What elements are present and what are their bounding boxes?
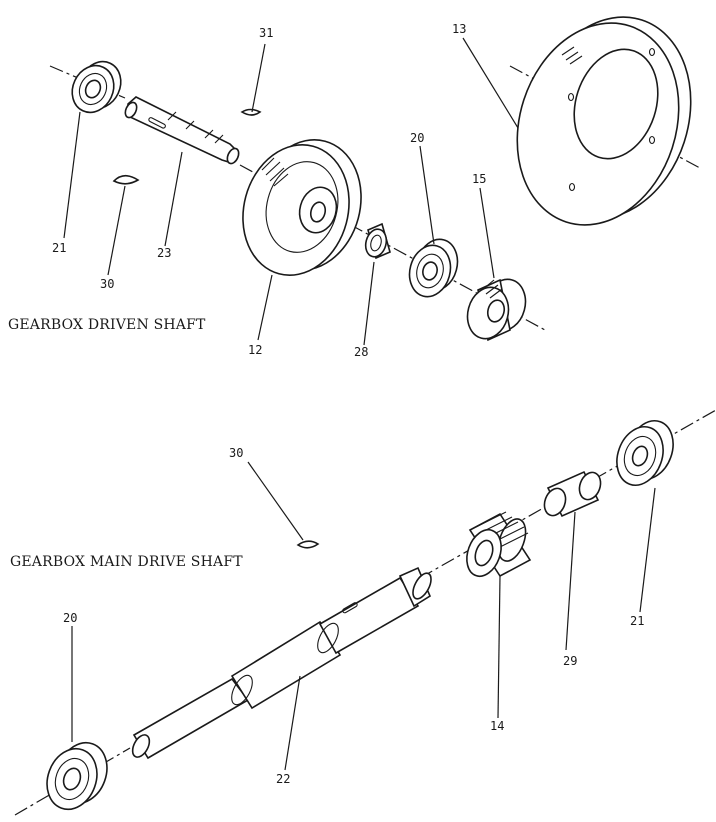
callout-31: 31 (259, 26, 273, 40)
leader-28 (363, 261, 375, 346)
leader-15 (479, 187, 495, 279)
part-12-worm-gear (242, 139, 362, 276)
leader-30-top (107, 185, 126, 276)
callout-23: 23 (157, 246, 171, 260)
callout-15: 15 (472, 172, 486, 186)
part-15-collar (466, 278, 527, 342)
part-23-driven-shaft (124, 96, 240, 165)
callout-21-top: 21 (52, 241, 66, 255)
part-30-key-bottom (296, 540, 320, 549)
caption-main-drive-shaft: GEARBOX MAIN DRIVE SHAFT (10, 554, 243, 570)
main-drive-shaft-assembly (14, 409, 716, 816)
caption-driven-shaft: GEARBOX DRIVEN SHAFT (8, 317, 206, 333)
callout-20-top: 20 (410, 131, 424, 145)
leader-21-bottom (639, 487, 656, 613)
callout-30-top: 30 (100, 277, 114, 291)
part-29-sleeve (543, 470, 602, 518)
callout-13: 13 (452, 22, 466, 36)
callout-labels: 31 13 21 23 30 20 15 12 28 30 20 22 14 2… (52, 22, 644, 786)
leader-13 (462, 37, 519, 129)
part-13-ring-gear (516, 16, 692, 226)
part-14-worm (466, 511, 532, 578)
part-31-key (240, 108, 262, 116)
callout-29: 29 (563, 654, 577, 668)
callout-21-bottom: 21 (630, 614, 644, 628)
leader-22 (284, 675, 301, 771)
callout-30-bottom: 30 (229, 446, 243, 460)
leader-14 (497, 575, 501, 719)
callout-20-bottom: 20 (63, 611, 77, 625)
leader-29 (565, 511, 576, 651)
callout-28: 28 (354, 345, 368, 359)
part-21-bearing-bottom (616, 420, 674, 486)
driven-shaft-assembly (49, 16, 701, 346)
leader-21-top (63, 111, 81, 239)
leader-30-bottom (247, 461, 304, 541)
part-20-bearing-bottom (46, 741, 108, 811)
callout-12: 12 (248, 343, 262, 357)
captions: GEARBOX DRIVEN SHAFT GEARBOX MAIN DRIVE … (8, 317, 243, 570)
part-30-key-top (112, 174, 140, 185)
leader-12 (257, 274, 273, 341)
part-20-bearing-top (408, 238, 459, 298)
part-21-bearing-top (71, 60, 122, 114)
leader-20-top (419, 145, 435, 245)
part-28-bushing (364, 222, 391, 260)
part-22-main-drive-shaft (131, 566, 432, 760)
leader-23 (164, 151, 183, 247)
callout-22: 22 (276, 772, 290, 786)
leader-31 (251, 43, 266, 113)
callout-14: 14 (490, 719, 504, 733)
